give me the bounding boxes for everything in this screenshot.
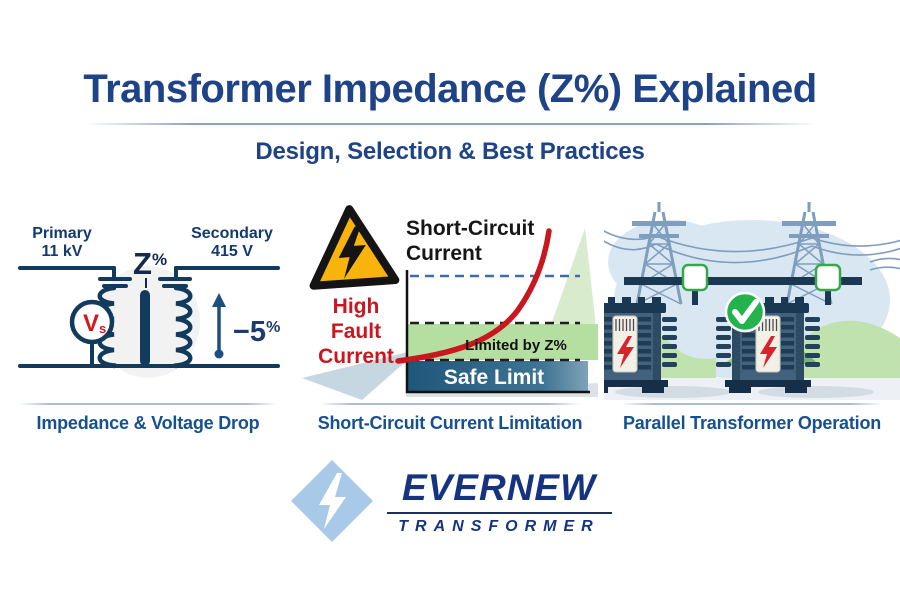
impedance-z-label: Z% (133, 246, 167, 281)
bus-beam (624, 277, 862, 285)
logo-tagline: TRANSFORMER (398, 517, 600, 535)
bushing-box-right (814, 263, 842, 292)
secondary-label: Secondary (191, 225, 273, 242)
voltage-drop-value: −5% (233, 316, 280, 348)
svg-text:Fault: Fault (331, 320, 381, 343)
panel-parallel-operation: Parallel Transformer Operation (604, 200, 900, 434)
primary-label: Primary (32, 225, 92, 242)
circuit-wires (18, 266, 280, 368)
voltage-source-circle (69, 299, 115, 345)
panel-impedance-voltage-drop: Primary 11 kV Secondary 415 V Z% (0, 200, 296, 434)
page-subtitle: Design, Selection & Best Practices (255, 138, 645, 165)
panel-short-circuit-limitation: Short-Circuit Current High Fault Current… (302, 200, 598, 434)
swoosh-left (302, 349, 420, 400)
post-right (825, 285, 831, 305)
logo-text: EVERNEW TRANSFORMER (386, 466, 612, 536)
safe-limit-band (407, 361, 588, 391)
diamond-lightning-bolt-icon (290, 459, 373, 543)
svg-text:High: High (333, 295, 380, 318)
transformer-circuit-diagram: Primary 11 kV Secondary 415 V Z% (18, 225, 280, 378)
primary-voltage: 11 kV (42, 243, 83, 260)
brand-logo: EVERNEW TRANSFORMER (0, 458, 900, 544)
fault-current-curve (395, 228, 552, 364)
voltage-source-label: Vs (83, 310, 106, 337)
safe-limit-label: Safe Limit (444, 366, 544, 389)
panels-row: Primary 11 kV Secondary 415 V Z% (0, 200, 900, 434)
post-left (692, 285, 698, 305)
shadow-right (758, 386, 874, 398)
power-lines (604, 230, 900, 271)
secondary-voltage: 415 V (211, 243, 253, 260)
svg-text:Current: Current (318, 345, 394, 368)
secondary-winding (173, 285, 193, 369)
parallel-transformers-scene (604, 202, 900, 400)
high-fault-current-label: High Fault Current (318, 295, 394, 368)
page-title: Transformer Impedance (Z%) Explained (83, 67, 817, 111)
pylon-left (632, 202, 686, 305)
lightning-bolt-icon (338, 226, 366, 279)
header: Transformer Impedance (Z%) Explained Des… (0, 0, 900, 166)
panel-caption-impedance: Impedance & Voltage Drop (36, 413, 260, 433)
panel-caption-short-circuit: Short-Circuit Current Limitation (317, 413, 583, 433)
transformer-core (140, 290, 150, 366)
logo-brand: EVERNEW (401, 466, 597, 508)
panel-divider (621, 403, 883, 405)
shadow-left (615, 386, 731, 398)
check-circle-icon (724, 291, 766, 333)
panel-caption-parallel: Parallel Transformer Operation (622, 413, 882, 433)
logo-rule (386, 511, 612, 514)
chart-axes (405, 270, 590, 394)
panel-divider (17, 403, 279, 405)
chart-title-line2: Current (406, 242, 482, 265)
chart-title-line1: Short-Circuit (406, 217, 534, 240)
warning-triangle-icon (309, 205, 400, 290)
bushing-box-left (681, 263, 709, 292)
voltage-drop-arrow (212, 293, 226, 359)
short-circuit-chart: Short-Circuit Current High Fault Current… (302, 205, 598, 400)
swoosh-right-green (552, 228, 598, 345)
title-divider (84, 123, 816, 125)
panel-divider (319, 403, 581, 405)
limited-by-z-label: Limited by Z% (465, 337, 567, 354)
